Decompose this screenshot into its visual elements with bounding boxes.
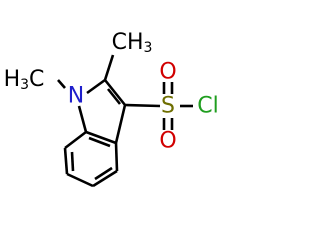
bond-n1-methyl <box>57 79 66 89</box>
n-methyl-label: H3C <box>4 67 45 94</box>
structure-svg: N H3C CH3 S O O Cl <box>4 30 219 188</box>
bond-c3-c3a <box>114 104 127 144</box>
n-methyl-sub: 3 <box>20 77 29 93</box>
c2-methyl-sub: 3 <box>143 40 152 56</box>
c2-methyl-ch: CH <box>112 30 144 55</box>
bond-c2-methyl <box>103 54 115 81</box>
bond-c7-c6 <box>63 147 69 175</box>
bond-c2-c3 <box>103 79 127 106</box>
bond-inner-c5-c4 <box>94 166 113 181</box>
atom-cl-label: Cl <box>197 94 218 119</box>
bond-c3a-c7a <box>85 130 117 145</box>
bond-c6-c5 <box>66 172 94 188</box>
bond-c5-c4 <box>92 169 118 188</box>
atom-o-bottom-label: O <box>159 129 176 154</box>
atom-n1-label: N <box>68 84 84 109</box>
bond-inner-c3a-c7a <box>88 136 111 148</box>
atom-s-label: S <box>161 94 175 119</box>
n-methyl-h: H <box>4 67 21 92</box>
bond-inner-c7-c6 <box>70 151 75 172</box>
bond-c7a-c7 <box>64 130 87 150</box>
n-methyl-c: C <box>29 67 44 92</box>
bond-c2-c3-double <box>106 88 122 105</box>
molecule-diagram: N H3C CH3 S O O Cl <box>3 29 219 188</box>
atom-o-top-label: O <box>159 60 176 85</box>
bond-n1-c2 <box>86 78 106 95</box>
bond-c7a-n1 <box>77 105 88 133</box>
bond-c4-c3a <box>114 142 119 172</box>
bond-c3-s <box>124 103 161 108</box>
c2-methyl-label: CH3 <box>112 30 153 57</box>
